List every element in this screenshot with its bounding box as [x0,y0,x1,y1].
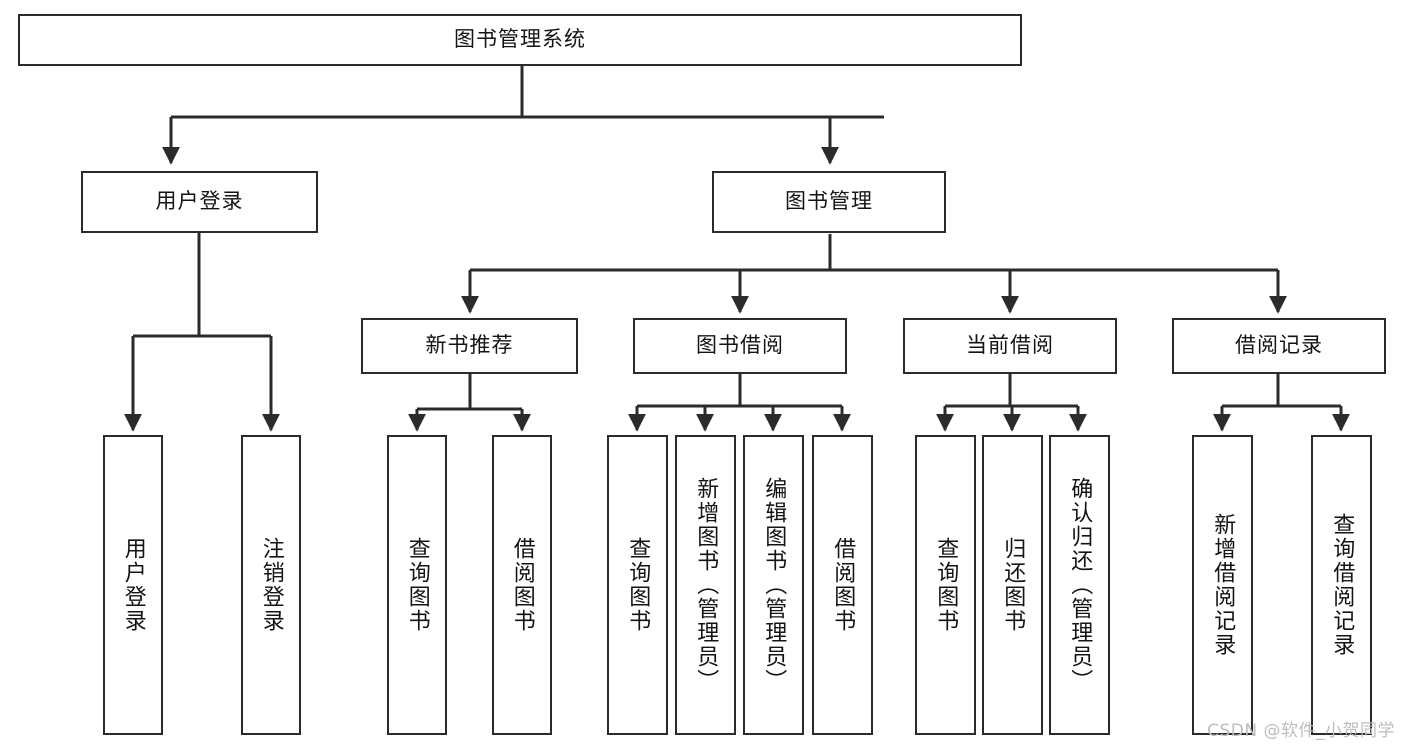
node-leaf-query-book-3[interactable]: 查询图书 [915,435,976,735]
node-new-book-recommend[interactable]: 新书推荐 [361,318,578,374]
node-leaf-user-logout[interactable]: 注销登录 [241,435,301,735]
node-book-manage-label: 图书管理 [785,189,873,214]
node-leaf-query-book-1[interactable]: 查询图书 [387,435,447,735]
node-user-login-label: 用户登录 [155,189,244,214]
node-leaf-query-book-2-label: 查询图书 [625,537,651,633]
node-leaf-user-login-label: 用户登录 [120,537,146,633]
node-leaf-user-login[interactable]: 用户登录 [103,435,163,735]
node-leaf-borrow-book-1[interactable]: 借阅图书 [492,435,552,735]
node-leaf-edit-book[interactable]: 编辑图书（管理员） [743,435,804,735]
node-leaf-return-book-label: 归还图书 [1000,537,1026,633]
node-leaf-return-book[interactable]: 归还图书 [982,435,1043,735]
node-root-label: 图书管理系统 [454,27,586,52]
node-leaf-user-logout-label: 注销登录 [258,537,284,633]
node-book-manage[interactable]: 图书管理 [712,171,946,233]
node-leaf-edit-book-label: 编辑图书（管理员） [761,477,787,693]
node-leaf-query-book-2[interactable]: 查询图书 [607,435,668,735]
node-book-borrow[interactable]: 图书借阅 [633,318,847,374]
node-leaf-borrow-book-1-label: 借阅图书 [509,537,535,633]
node-leaf-query-book-1-label: 查询图书 [404,537,430,633]
node-current-borrow-label: 当前借阅 [966,333,1054,358]
node-leaf-add-record[interactable]: 新增借阅记录 [1192,435,1253,735]
node-user-login[interactable]: 用户登录 [81,171,318,233]
node-new-book-recommend-label: 新书推荐 [425,333,514,358]
node-leaf-add-record-label: 新增借阅记录 [1210,513,1236,657]
watermark-text: CSDN @软件_小贺同学 [1207,721,1395,741]
node-leaf-borrow-book-2-label: 借阅图书 [830,537,856,633]
node-leaf-borrow-book-2[interactable]: 借阅图书 [812,435,873,735]
node-borrow-record-label: 借阅记录 [1235,333,1323,358]
node-leaf-add-book-label: 新增图书（管理员） [693,477,719,693]
node-book-borrow-label: 图书借阅 [696,333,784,358]
node-leaf-query-record-label: 查询借阅记录 [1329,513,1355,657]
node-current-borrow[interactable]: 当前借阅 [903,318,1117,374]
node-leaf-confirm-return[interactable]: 确认归还（管理员） [1049,435,1110,735]
node-borrow-record[interactable]: 借阅记录 [1172,318,1386,374]
node-root[interactable]: 图书管理系统 [18,14,1022,66]
node-leaf-query-book-3-label: 查询图书 [933,537,959,633]
node-leaf-query-record[interactable]: 查询借阅记录 [1311,435,1372,735]
node-leaf-add-book[interactable]: 新增图书（管理员） [675,435,736,735]
node-leaf-confirm-return-label: 确认归还（管理员） [1067,477,1093,693]
